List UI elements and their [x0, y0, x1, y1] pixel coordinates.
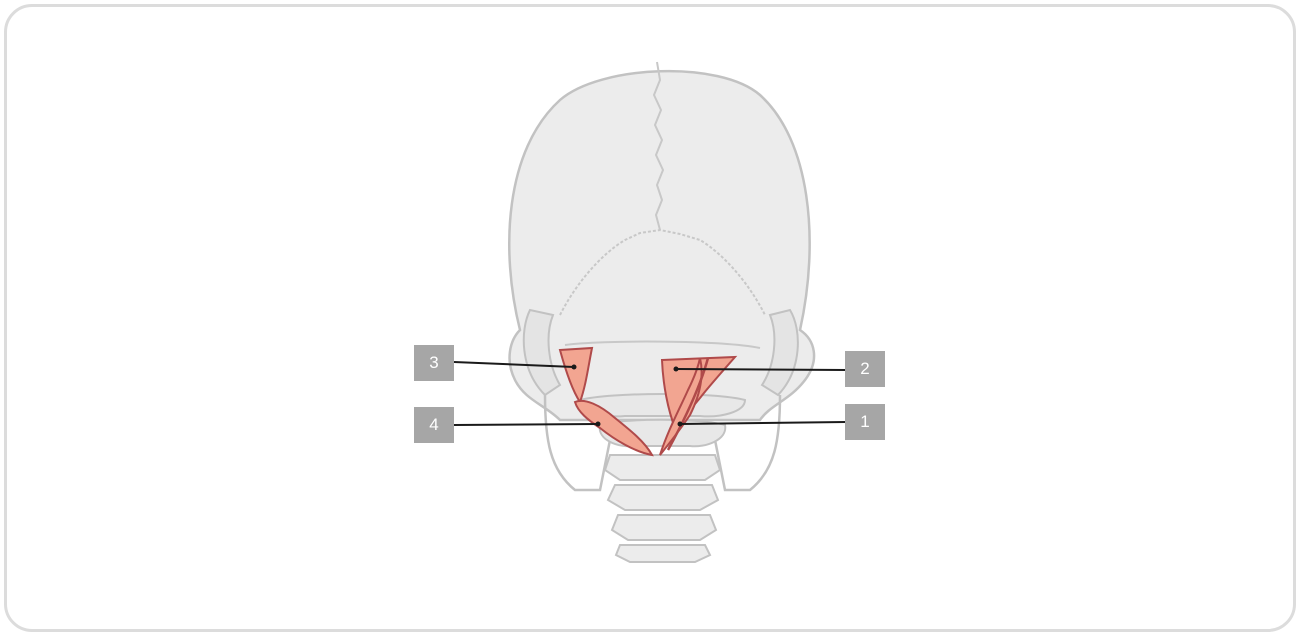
leader-dot-2	[674, 367, 679, 372]
label-3: 3	[414, 345, 454, 381]
label-4: 4	[414, 407, 454, 443]
cervical-spine	[605, 455, 720, 562]
leader-dot-4	[596, 422, 601, 427]
leader-line-2	[676, 369, 846, 370]
label-2-text: 2	[860, 359, 869, 379]
leader-dot-3	[572, 365, 577, 370]
label-1-text: 1	[860, 412, 869, 432]
label-3-text: 3	[429, 353, 438, 373]
label-1: 1	[845, 404, 885, 440]
label-4-text: 4	[429, 415, 438, 435]
leader-line-4	[454, 424, 598, 425]
label-2: 2	[845, 351, 885, 387]
leader-dot-1	[678, 422, 683, 427]
